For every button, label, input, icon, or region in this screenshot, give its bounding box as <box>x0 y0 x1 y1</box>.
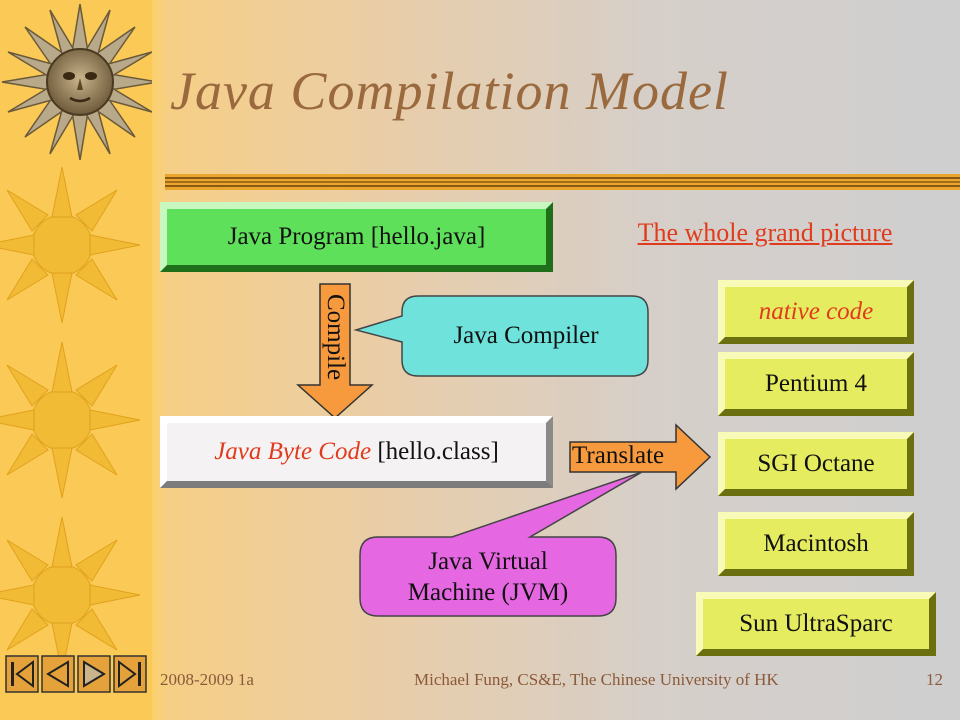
compile-label-wrapper: Compile <box>315 282 355 392</box>
translate-arrow <box>569 423 712 491</box>
sun-face-icon <box>1 3 152 161</box>
sgi-octane-box: SGI Octane <box>718 432 914 496</box>
byte-code-box: Java Byte Code [hello.class] <box>160 416 553 488</box>
java-program-box: Java Program [hello.java] <box>160 202 553 272</box>
slide-title: Java Compilation Model <box>170 61 729 121</box>
first-slide-icon[interactable] <box>5 655 39 693</box>
byte-code-italic-label: Java Byte Code <box>214 438 372 465</box>
pentium-label: Pentium 4 <box>764 370 868 397</box>
pentium-box: Pentium 4 <box>718 352 914 416</box>
java-program-label: Java Program [hello.java] <box>227 223 486 250</box>
jvm-text-wrapper: Java Virtual Machine (JVM) <box>362 539 614 615</box>
native-code-label: native code <box>758 298 874 325</box>
native-code-box: native code <box>718 280 914 344</box>
last-slide-icon[interactable] <box>113 655 147 693</box>
sun-icon <box>0 516 141 674</box>
jvm-label-line2: Machine (JVM) <box>407 579 569 606</box>
slide-navigation <box>5 655 147 693</box>
sun-ultrasparc-label: Sun UltraSparc <box>739 610 893 637</box>
byte-code-file-label: [hello.class] <box>371 438 499 465</box>
sun-ultrasparc-box: Sun UltraSparc <box>696 592 936 656</box>
jvm-label-line1: Java Virtual <box>428 547 548 575</box>
title-divider <box>165 174 960 190</box>
macintosh-box: Macintosh <box>718 512 914 576</box>
previous-slide-icon[interactable] <box>41 655 75 693</box>
translate-label: Translate <box>572 442 665 469</box>
compile-label: Compile <box>322 293 350 381</box>
macintosh-label: Macintosh <box>763 530 869 557</box>
decorative-sidebar <box>0 0 152 720</box>
footer-author: Michael Fung, CS&E, The Chinese Universi… <box>414 670 779 689</box>
footer-date: 2008-2009 1a <box>160 670 254 689</box>
sgi-octane-label: SGI Octane <box>757 450 875 477</box>
sun-icon <box>0 341 141 499</box>
sun-icon <box>0 166 141 324</box>
jvm-callout <box>359 471 643 617</box>
footer-page-number: 12 <box>926 670 943 689</box>
java-compiler-label: Java Compiler <box>453 322 599 350</box>
java-compiler-callout <box>353 295 649 377</box>
compile-arrow <box>296 283 374 420</box>
sun-decoration-graphic <box>0 3 152 674</box>
grand-picture-link[interactable]: The whole grand picture <box>637 218 893 247</box>
next-slide-icon[interactable] <box>77 655 111 693</box>
java-compiler-text-wrapper: Java Compiler <box>404 296 648 376</box>
